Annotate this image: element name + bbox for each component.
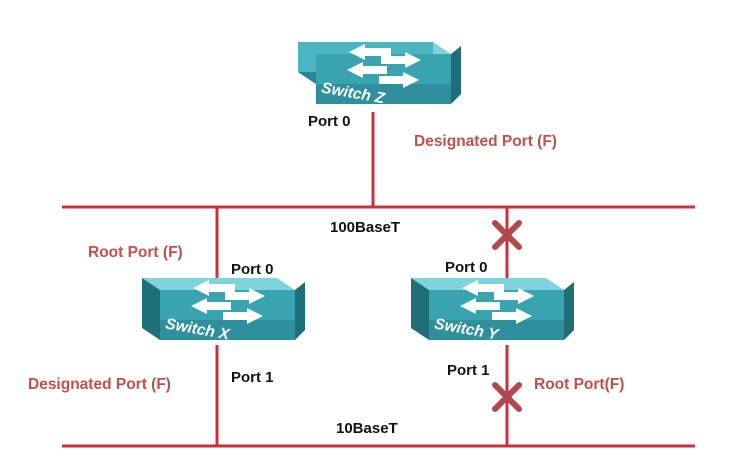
switch-x[interactable]: Switch X: [142, 278, 305, 344]
blocked-x-icon: [492, 220, 522, 250]
network-lines: [62, 112, 695, 448]
switch-icon: Switch X: [142, 278, 305, 344]
switch-x-port0-label: Port 0: [231, 261, 274, 278]
switch-icon: Switch Z: [298, 42, 461, 107]
network-100baset-label: 100BaseT: [330, 219, 400, 236]
switch-x-port1-role: Designated Port (F): [28, 376, 171, 393]
switch-y-port0-label: Port 0: [445, 259, 488, 276]
switch-x-port0-role: Root Port (F): [88, 244, 183, 261]
switch-x-port1-label: Port 1: [231, 369, 274, 386]
switch-z[interactable]: Switch Z: [298, 42, 461, 107]
switch-icon: Switch Y: [411, 278, 574, 344]
switch-z-port0-label: Port 0: [308, 113, 351, 130]
switch-y[interactable]: Switch Y: [411, 278, 574, 344]
switch-y-port1-label: Port 1: [447, 362, 490, 379]
network-10baset-label: 10BaseT: [336, 420, 398, 437]
switch-y-port1-role: Root Port(F): [534, 376, 624, 393]
blocked-x-icon: [492, 382, 522, 412]
switch-z-port0-role: Designated Port (F): [414, 133, 557, 150]
